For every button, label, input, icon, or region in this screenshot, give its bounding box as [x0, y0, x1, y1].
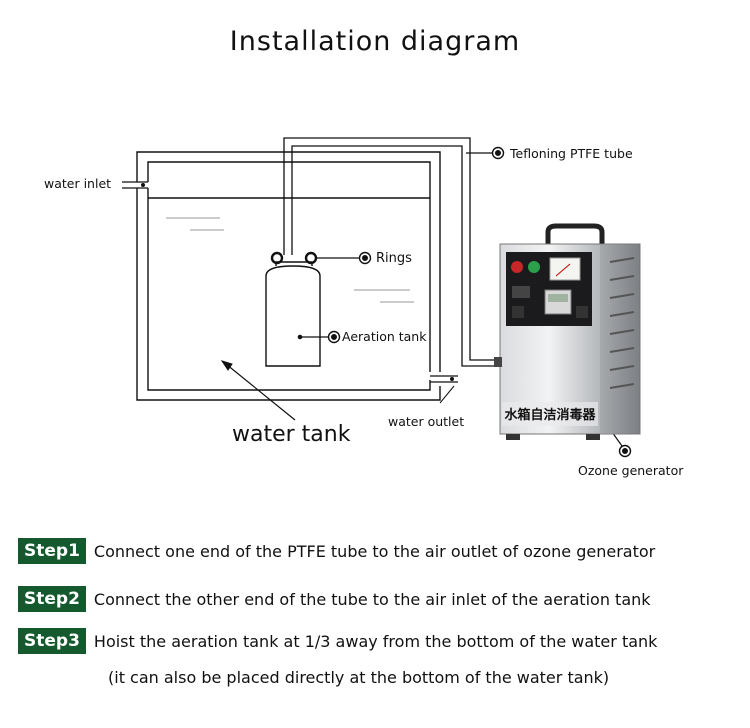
step-badge: Step2: [18, 586, 86, 612]
step-badge: Step3: [18, 628, 86, 654]
step-text: Hoist the aeration tank at 1/3 away from…: [93, 631, 658, 651]
water-inlet-pipe: [122, 181, 148, 189]
step-badge: Step1: [18, 538, 86, 564]
label-ptfe-tube: Tefloning PTFE tube: [509, 146, 633, 161]
water-outlet-pipe: [430, 375, 458, 383]
label-aeration-tank: Aeration tank: [342, 329, 427, 344]
step-text: Connect one end of the PTFE tube to the …: [93, 541, 656, 561]
green-switch: [528, 261, 540, 273]
step-1: Step1 Connect one end of the PTFE tube t…: [18, 537, 738, 565]
step-text: Connect the other end of the tube to the…: [93, 589, 651, 609]
label-ozone-generator: Ozone generator: [578, 463, 684, 478]
label-water-tank: water tank: [232, 422, 351, 447]
callouts: [220, 146, 632, 458]
step-3: Step3 Hoist the aeration tank at 1/3 awa…: [18, 627, 738, 655]
installation-diagram: 水箱自洁消毒器 Tefloning PTFE tube water inlet …: [44, 137, 684, 478]
ptfe-tube: [283, 137, 494, 367]
water-tank: [136, 151, 441, 401]
label-water-inlet: water inlet: [44, 176, 111, 191]
step-2: Step2 Connect the other end of the tube …: [18, 585, 738, 613]
ozone-generator: 水箱自洁消毒器: [494, 223, 641, 440]
water-ripples: [166, 217, 414, 303]
steps-list: Step1 Connect one end of the PTFE tube t…: [18, 537, 738, 675]
red-switch: [511, 261, 523, 273]
ring-left: [270, 251, 284, 265]
label-rings: Rings: [376, 251, 412, 266]
label-water-outlet: water outlet: [388, 414, 464, 429]
page-title: Installation diagram: [229, 26, 521, 57]
meter: [549, 257, 581, 281]
aeration-tank: [265, 251, 321, 367]
machine-label: 水箱自洁消毒器: [504, 407, 596, 423]
step-3-note: (it can also be placed directly at the b…: [108, 668, 610, 687]
